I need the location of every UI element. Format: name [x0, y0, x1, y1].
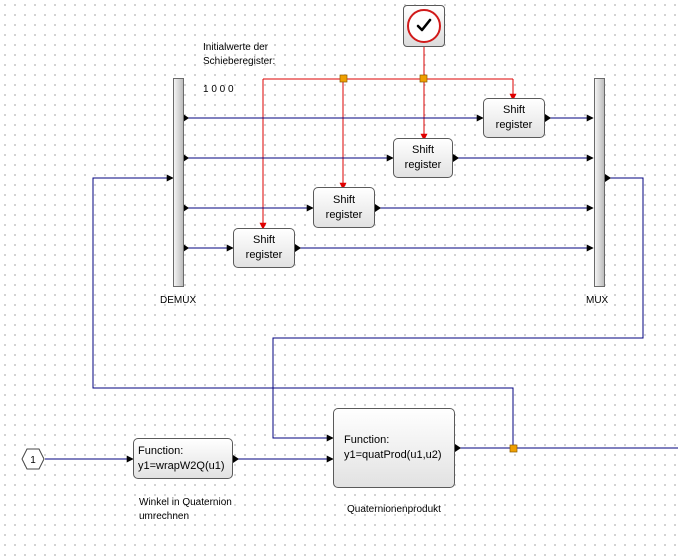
- function-wrapw2q-line1: Function:: [138, 444, 184, 457]
- shift-register-2-line1: Shift: [411, 144, 434, 156]
- function-block-quatprod[interactable]: Function: y1=quatProd(u1,u2): [333, 408, 455, 488]
- function-block-wrapw2q[interactable]: Function: y1=wrapW2Q(u1): [133, 438, 233, 479]
- shift-register-1[interactable]: Shift register: [483, 98, 545, 138]
- demux-out-port-2: [183, 154, 189, 162]
- link-mux-to-prod-u1[interactable]: [272, 177, 644, 442]
- function-quatprod-line1: Function:: [344, 434, 390, 446]
- shift-register-4-line2: register: [245, 249, 283, 261]
- event-split-point-1[interactable]: [419, 74, 428, 83]
- quatprod-caption: Quaternionenprodukt: [347, 504, 441, 515]
- demux-block[interactable]: [173, 78, 184, 287]
- mux-label: MUX: [586, 295, 609, 306]
- shift-register-3-line1: Shift: [332, 193, 355, 206]
- function-wrapw2q-line2: y1=wrapW2Q(u1): [138, 459, 225, 472]
- shift-register-1-line1: Shift: [502, 104, 525, 116]
- prod-out-port: [455, 444, 461, 452]
- link-feedback-to-demux[interactable]: [92, 174, 514, 448]
- clock-block[interactable]: [403, 5, 445, 47]
- checkmark-clock-icon: [416, 18, 432, 32]
- shift-register-3[interactable]: Shift register: [313, 187, 375, 228]
- wrapw2q-caption-line-2: umrechnen: [139, 511, 190, 522]
- annotation-line-1: Initialwerte der: [203, 42, 269, 53]
- shift-register-2-line2: register: [404, 159, 442, 171]
- shift-register-1-line2: register: [495, 119, 533, 131]
- clock-face: [407, 9, 441, 43]
- input-port-1[interactable]: 1: [21, 448, 45, 470]
- demux-out-port-4: [183, 244, 189, 252]
- sr2-out-port: [453, 154, 459, 162]
- data-split-point[interactable]: [509, 444, 518, 453]
- sr3-out-port: [375, 204, 381, 212]
- shift-register-2[interactable]: Shift register: [393, 138, 453, 178]
- mux-out-port: [605, 174, 611, 182]
- event-split-point-2[interactable]: [339, 74, 348, 83]
- input-port-number: 1: [30, 455, 36, 466]
- annotation-line-3: 1 0 0 0: [203, 84, 234, 95]
- mux-block[interactable]: [594, 78, 605, 287]
- demux-label: DEMUX: [160, 295, 197, 306]
- shift-register-4[interactable]: Shift register: [233, 228, 295, 268]
- shift-register-4-line1: Shift: [252, 234, 275, 246]
- demux-out-port-3: [183, 204, 189, 212]
- wrapw2q-caption-line-1: Winkel in Quaternion: [139, 497, 232, 508]
- demux-out-port-1: [183, 114, 189, 122]
- sr4-out-port: [295, 244, 301, 252]
- annotation-line-2: Schieberegister:: [203, 56, 276, 67]
- w2q-out-port: [233, 455, 239, 463]
- sr1-out-port: [545, 114, 551, 122]
- shift-register-3-line2: register: [325, 208, 363, 221]
- function-quatprod-line2: y1=quatProd(u1,u2): [344, 449, 442, 461]
